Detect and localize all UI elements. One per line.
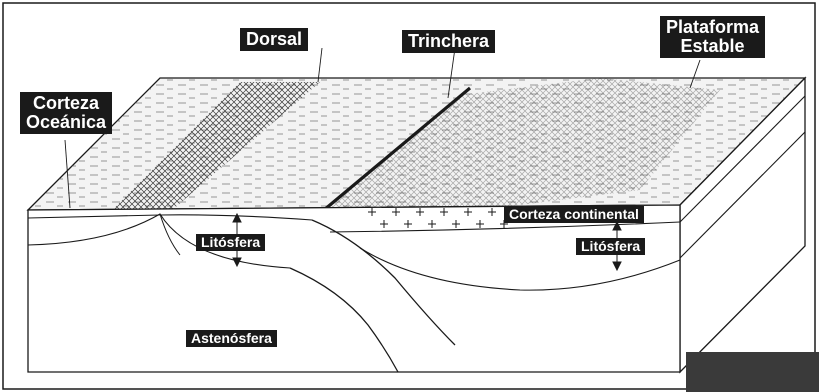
label-litosfera-oceanic: Litósfera xyxy=(196,234,265,251)
label-corteza-continental: Corteza continental xyxy=(504,206,644,223)
label-litosfera-continental: Litósfera xyxy=(576,238,645,255)
label-corteza-oceanica-line1: Corteza xyxy=(26,94,106,113)
label-astenosfera: Astenósfera xyxy=(186,330,277,347)
label-plataforma-line2: Estable xyxy=(666,37,759,56)
label-plataforma-estable: Plataforma Estable xyxy=(660,16,765,58)
label-trinchera: Trinchera xyxy=(402,30,495,53)
label-plataforma-line1: Plataforma xyxy=(666,18,759,37)
front-face xyxy=(28,205,680,372)
label-corteza-oceanica: Corteza Oceánica xyxy=(20,92,112,134)
label-corteza-oceanica-line2: Oceánica xyxy=(26,113,106,132)
label-dorsal: Dorsal xyxy=(240,28,308,51)
corner-smudge xyxy=(686,352,819,392)
